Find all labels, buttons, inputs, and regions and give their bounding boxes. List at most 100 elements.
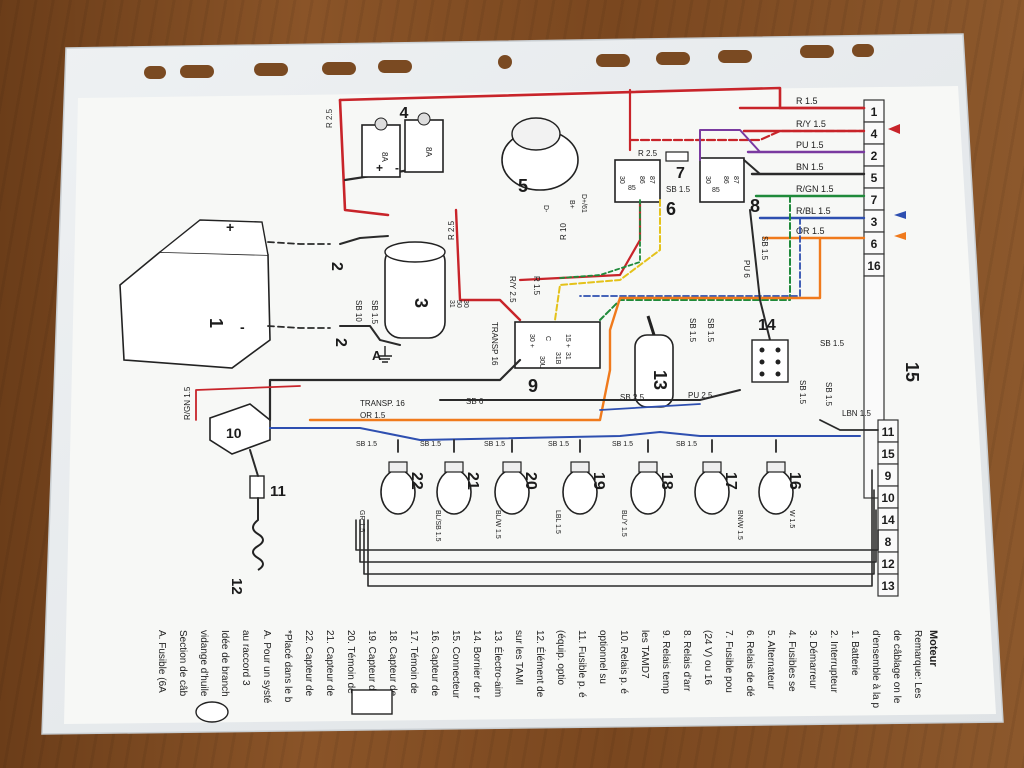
wire-yellow-dash [554, 199, 661, 321]
wire-label-w_bly15: BL/Y 1.5 [620, 510, 627, 537]
legend-line: 10. Relais p. é [618, 630, 629, 694]
component-label-10: 10 [226, 425, 242, 441]
relay8-pin-87: 87 [732, 176, 739, 184]
wire-label-w_r15: R 1.5 [796, 96, 818, 106]
legend-line: A. Pour un systé [261, 630, 272, 704]
wire-label-ry25: R/Y 2.5 [508, 276, 517, 303]
legend-line: 17. Témoin de [408, 630, 419, 694]
fuse-11 [249, 475, 265, 499]
fuse-knob [374, 117, 388, 131]
fuse-rating-2: 8A [424, 147, 433, 157]
legend-line: (équip. optio [555, 630, 566, 685]
starter-end [384, 241, 446, 263]
component-label-16: 16 [786, 472, 803, 490]
component-label-17: 17 [722, 472, 739, 490]
wire-label-w_w15: W 1.5 [788, 510, 795, 528]
legend-line: 4. Fusibles se [786, 630, 797, 692]
legend-line: 12. Élément de [534, 630, 547, 698]
legend-line: *Placé dans le b [282, 630, 293, 703]
legend-line: 19. Capteur de [366, 630, 377, 697]
component-label-2a: 2 [328, 262, 345, 271]
wire-rbl-down [579, 217, 801, 297]
component-label-3: 3 [411, 298, 431, 308]
alternator-b-plus: B+ [568, 200, 575, 209]
component-label-18: 18 [658, 472, 675, 490]
legend-line: 6. Relais de dé [744, 630, 755, 697]
legend-block: Moteur Remarque: Les de câblage on le d'ens… [156, 630, 939, 709]
terminal-label: 15 [881, 447, 895, 461]
pin-31: 31 [448, 300, 455, 308]
legend-line: 18. Capteur de [387, 630, 398, 697]
wire-label-r15b: R 1.5 [532, 276, 541, 296]
legend-line: de câblage on le [891, 630, 902, 704]
wire-pu25 [599, 403, 701, 411]
wire-label-rgn15b: R/GN 1.5 [183, 386, 192, 420]
punched-holes [144, 44, 874, 79]
wire-green-dash [559, 199, 641, 279]
wire-label-sb15i: SB 1.5 [824, 382, 833, 407]
junction-dot [759, 347, 765, 353]
ground-icon [378, 346, 392, 363]
relay6-pin-86: 86 [638, 176, 645, 184]
wire-sb6 [439, 389, 741, 401]
terminal-label: 2 [871, 149, 878, 163]
component-label-1: 1 [206, 318, 226, 328]
legend-line: 5. Alternateur [765, 630, 776, 690]
wire-label-w_sb15d: SB 1.5 [484, 441, 505, 448]
pin-50: 50 [455, 300, 462, 308]
legend-line: Remarque: Les [912, 630, 923, 698]
relay9-pin-c: C [544, 336, 551, 341]
legend-line: Section de câb [177, 630, 188, 697]
wire-or-loop [308, 236, 822, 422]
fuse-knob [417, 112, 431, 126]
relay-10 [209, 403, 271, 455]
terminal-label: 8 [885, 535, 892, 549]
terminal-label: 14 [881, 513, 895, 527]
legend-line: 7. Fusible pou [723, 630, 734, 693]
wire-label-w_blw15: BL/W 1.5 [494, 510, 501, 539]
legend-heading: Moteur [927, 630, 939, 667]
wire-bn-to-5 [743, 159, 865, 175]
component-label-11: 11 [270, 483, 286, 500]
legend-line: 11. Fusible p. é [576, 630, 587, 698]
legend-line: optionnel su [597, 630, 608, 684]
relay6-pin-85: 85 [628, 185, 636, 192]
wire-label-r25: R 2.5 [638, 149, 658, 158]
arrow-icon [894, 232, 906, 240]
legend-line: 9. Relais temp [660, 630, 671, 694]
sensor-cap [444, 461, 464, 473]
wire-switch-1 [339, 235, 389, 245]
wire-label-w_gr15: GR 1.5 [358, 510, 365, 532]
legend-line: vidange d'huile [198, 630, 209, 697]
pin-30: 30 [462, 300, 469, 308]
wire-label-w_sb15f: SB 1.5 [612, 441, 633, 448]
sensor-cap [502, 461, 522, 473]
component-label-4: 4 [400, 105, 409, 122]
wire-label-w_pu15: PU 1.5 [796, 140, 824, 150]
legend-line: 22. Capteur de [303, 630, 314, 697]
legend-line: A. Fusible (6A [156, 630, 167, 693]
junction-block-14 [751, 339, 789, 383]
wire-pu-to-2 [699, 129, 865, 161]
legend-line: 1. Batterie [849, 630, 860, 676]
component-label-22: 22 [408, 472, 425, 490]
wire-label-lbn15: LBN 1.5 [842, 409, 871, 418]
fuse-rating-1: 8A [380, 152, 389, 162]
relay9-pin-31b: 31B [554, 352, 561, 365]
terminal-label: 3 [871, 215, 878, 229]
relay8-pin-86: 86 [722, 176, 729, 184]
wire-supply-down [338, 98, 390, 217]
component-label-5: 5 [518, 176, 528, 196]
wire-red-feed [454, 208, 522, 322]
wire-battery-minus [267, 325, 331, 329]
component-label-6: 6 [666, 199, 676, 219]
terminal-cell [877, 573, 899, 597]
wire-label-pu6: PU 6 [742, 260, 751, 278]
solenoid-plunger [646, 315, 656, 336]
wire-label-w_sb15g: SB 1.5 [676, 441, 697, 448]
terminal-label: 11 [882, 425, 895, 439]
legend-line: d'ensemble à la p [870, 630, 881, 709]
legend-line: 3. Démarreur [807, 630, 818, 690]
